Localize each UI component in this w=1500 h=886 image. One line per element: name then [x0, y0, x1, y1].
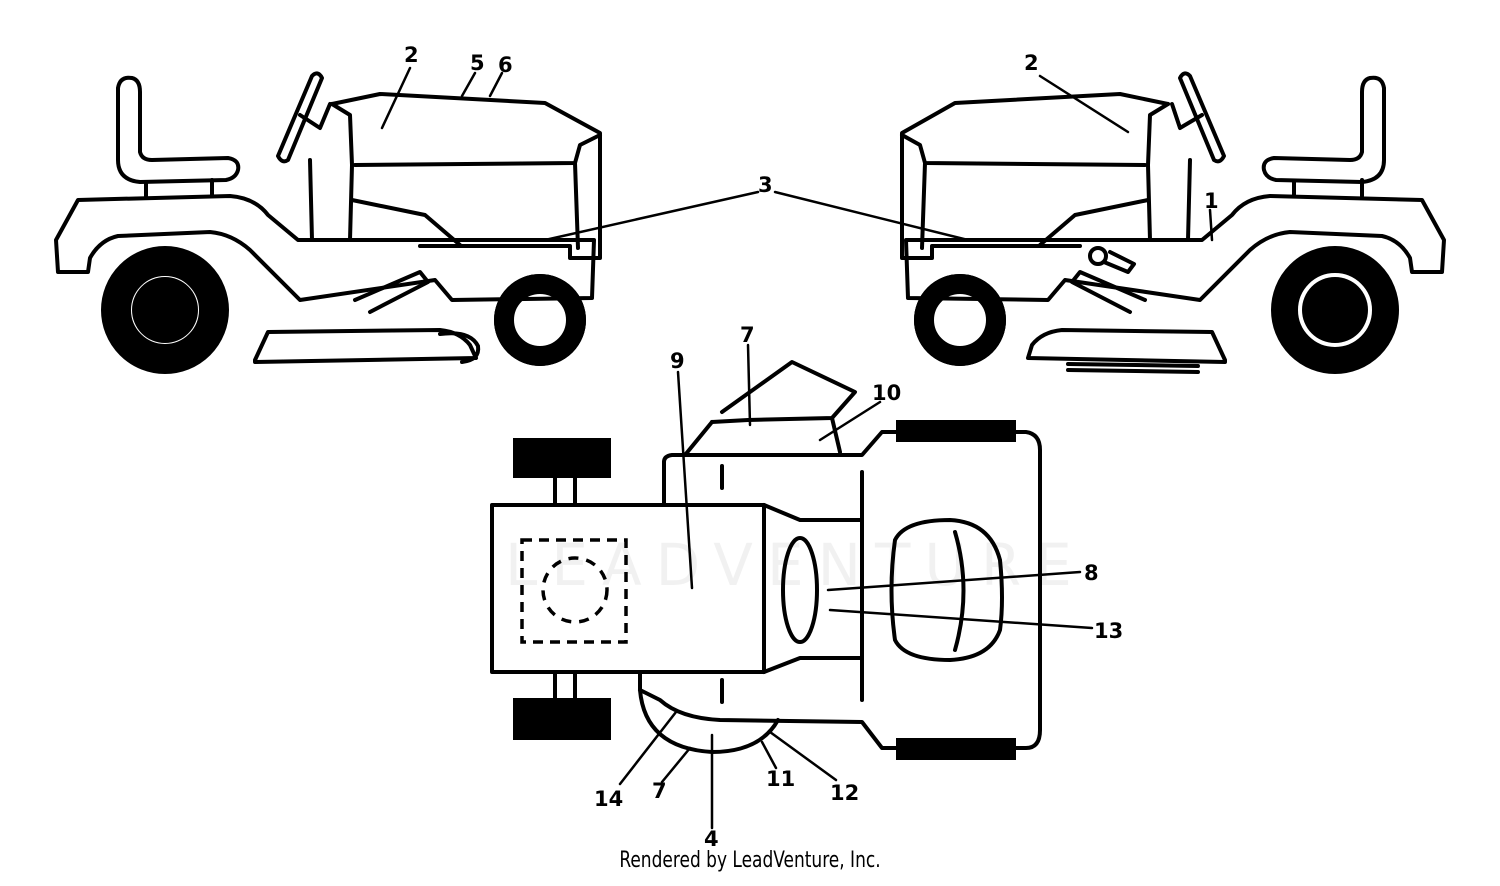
callout-4: 4 [704, 827, 719, 851]
callout-7-bottom: 7 [652, 779, 667, 803]
callout-labels: 1 2 2 3 4 5 6 7 7 8 9 10 11 12 13 14 [404, 43, 1219, 851]
leader-lines [380, 66, 1214, 830]
callout-7-top: 7 [740, 323, 755, 347]
callout-10: 10 [872, 381, 901, 405]
callout-6: 6 [498, 53, 513, 77]
callout-2-left: 2 [404, 43, 419, 67]
callout-14: 14 [594, 787, 623, 811]
tractor-left-side-view [54, 71, 602, 374]
callout-12: 12 [830, 781, 859, 805]
callout-2-right: 2 [1024, 51, 1039, 75]
callout-1: 1 [1204, 189, 1219, 213]
watermark: LEADVENTURE [505, 531, 1086, 599]
callout-5: 5 [470, 51, 485, 75]
tractor-right-side-view [900, 71, 1446, 374]
footer-credit: Rendered by LeadVenture, Inc. [619, 848, 881, 873]
callout-11: 11 [766, 767, 795, 791]
callout-13: 13 [1094, 619, 1123, 643]
callout-3: 3 [758, 173, 773, 197]
callout-9: 9 [670, 349, 685, 373]
tractor-top-view [490, 360, 1042, 760]
callout-8: 8 [1084, 561, 1099, 585]
